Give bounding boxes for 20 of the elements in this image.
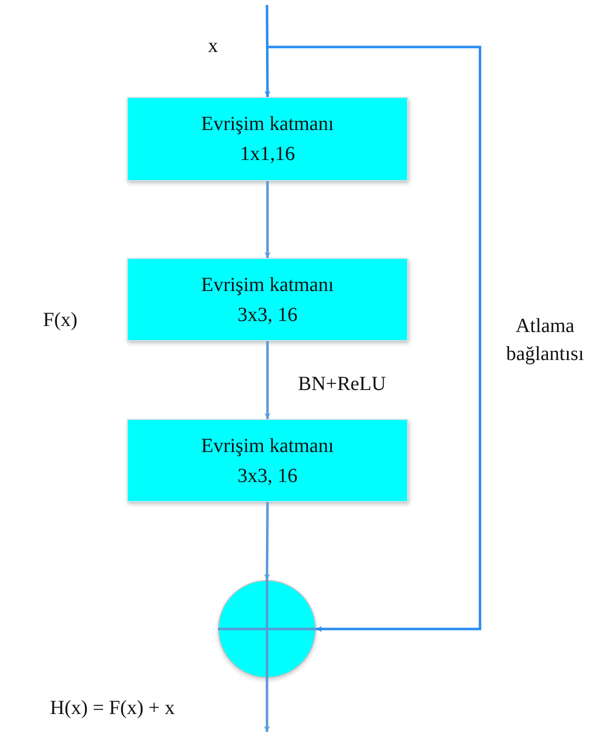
layer-title: Evrişim katmanı [201,434,334,458]
arrow [264,341,270,419]
diagram-label: F(x) [43,308,78,333]
layer-title: Evrişim katmanı [201,272,334,298]
layer-title: Evrişim katmanı [201,112,334,137]
diagram-label: H(x) = F(x) + x [50,696,175,721]
arrow [264,181,270,258]
arrow [267,46,482,632]
diagram-label: BN+ReLU [298,372,386,397]
layer-box [127,419,408,502]
layer-params: 3x3, 16 [238,464,298,488]
diagram-label: x [208,34,218,59]
diagram-label: Atlama bağlantısı [505,314,585,367]
arrow [264,678,270,732]
layer-params: 1x1,16 [240,142,295,167]
arrow [264,502,270,580]
layer-box [127,97,408,181]
arrow [264,5,270,97]
layer-params: 3x3, 16 [238,302,298,328]
layer-box [127,258,408,341]
